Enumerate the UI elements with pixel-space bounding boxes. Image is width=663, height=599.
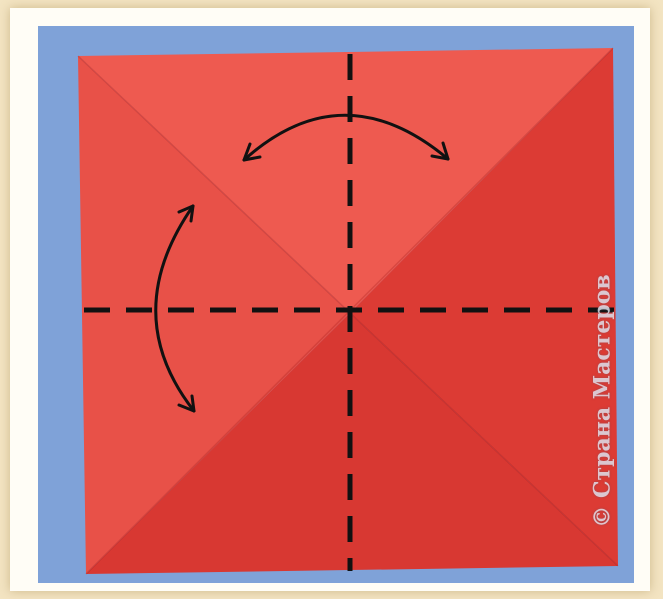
origami-diagram	[38, 26, 634, 583]
watermark-text: © Страна Мастеров	[590, 274, 616, 527]
picture-frame: © Страна Мастеров	[10, 8, 650, 591]
watermark: © Страна Мастеров	[578, 226, 628, 576]
origami-photo: © Страна Мастеров	[38, 26, 634, 583]
